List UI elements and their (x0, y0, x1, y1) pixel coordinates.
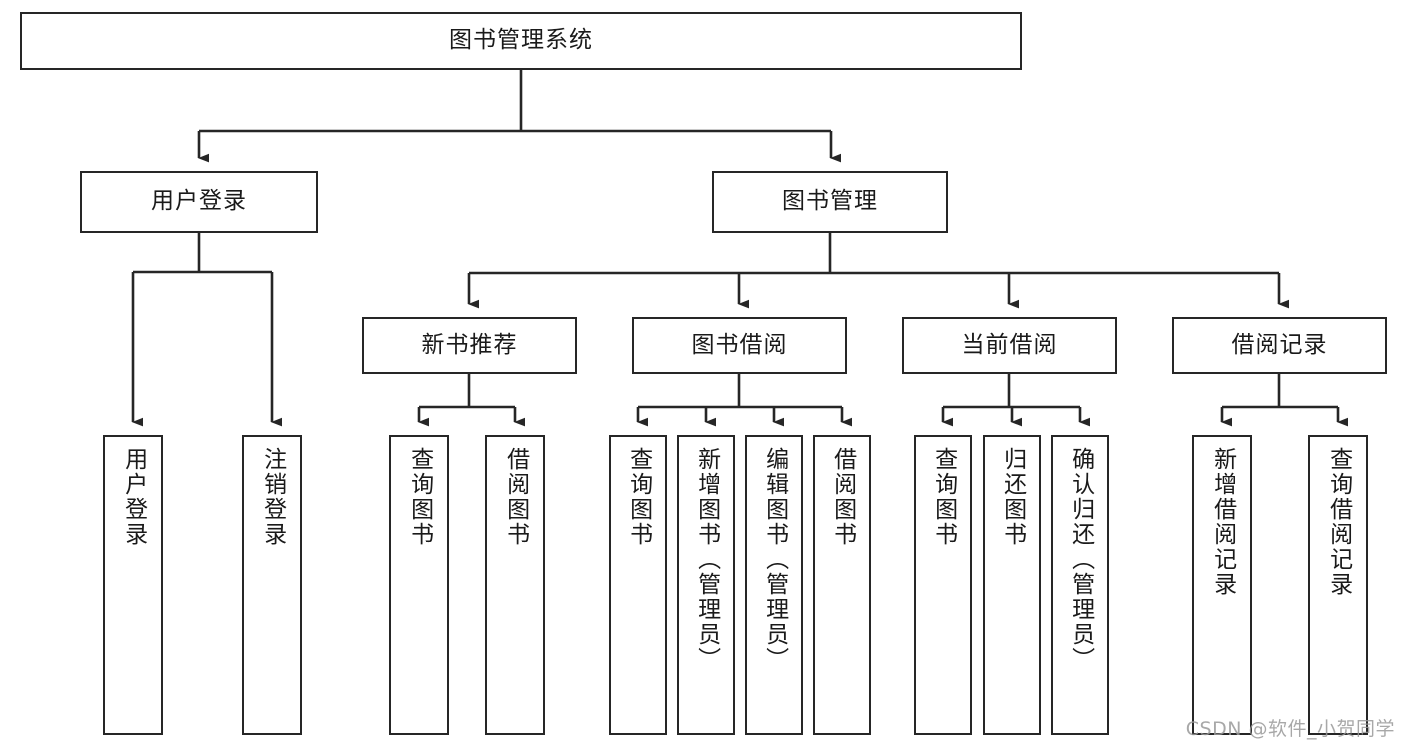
leaf-return-books[interactable]: 归还图书 (983, 435, 1041, 735)
node-user-login[interactable]: 用户登录 (80, 171, 318, 233)
node-label: 用户登录 (120, 447, 147, 547)
node-label: 图书管理 (782, 188, 878, 215)
node-label: 查询图书 (930, 447, 957, 547)
leaf-user-logout[interactable]: 注销登录 (242, 435, 302, 735)
leaf-query-books-borrow[interactable]: 查询图书 (609, 435, 667, 735)
node-label: 借阅图书 (829, 447, 856, 547)
node-label: 查询图书 (406, 447, 433, 547)
leaf-edit-book-admin[interactable]: 编辑图书（管理员） (745, 435, 803, 735)
node-label: 新增借阅记录 (1209, 447, 1236, 597)
node-label: 归还图书 (999, 447, 1026, 547)
node-label: 用户登录 (151, 188, 247, 215)
node-label: 图书管理系统 (449, 27, 593, 54)
leaf-query-books-current[interactable]: 查询图书 (914, 435, 972, 735)
node-label: 新书推荐 (421, 331, 518, 358)
node-label: 新增图书（管理员） (693, 447, 720, 672)
node-label: 编辑图书（管理员） (761, 447, 788, 672)
node-root-book-management-system[interactable]: 图书管理系统 (20, 12, 1022, 70)
node-borrow-records[interactable]: 借阅记录 (1172, 317, 1387, 374)
leaf-query-borrow-record[interactable]: 查询借阅记录 (1308, 435, 1368, 735)
node-label: 图书借阅 (691, 331, 788, 358)
node-label: 注销登录 (259, 447, 286, 547)
node-label: 查询借阅记录 (1325, 447, 1352, 597)
leaf-add-book-admin[interactable]: 新增图书（管理员） (677, 435, 735, 735)
leaf-confirm-return-admin[interactable]: 确认归还（管理员） (1051, 435, 1109, 735)
leaf-borrow-books[interactable]: 借阅图书 (813, 435, 871, 735)
node-current-borrowing[interactable]: 当前借阅 (902, 317, 1117, 374)
node-book-management[interactable]: 图书管理 (712, 171, 948, 233)
leaf-borrow-books-recommend[interactable]: 借阅图书 (485, 435, 545, 735)
node-label: 确认归还（管理员） (1067, 447, 1094, 672)
node-label: 当前借阅 (961, 331, 1058, 358)
node-new-book-recommendation[interactable]: 新书推荐 (362, 317, 577, 374)
node-book-borrowing[interactable]: 图书借阅 (632, 317, 847, 374)
node-label: 借阅记录 (1231, 331, 1328, 358)
csdn-watermark: CSDN @软件_小贺同学 (1185, 718, 1395, 740)
leaf-user-login[interactable]: 用户登录 (103, 435, 163, 735)
node-label: 借阅图书 (502, 447, 529, 547)
leaf-add-borrow-record[interactable]: 新增借阅记录 (1192, 435, 1252, 735)
node-label: 查询图书 (625, 447, 652, 547)
leaf-query-books-recommend[interactable]: 查询图书 (389, 435, 449, 735)
